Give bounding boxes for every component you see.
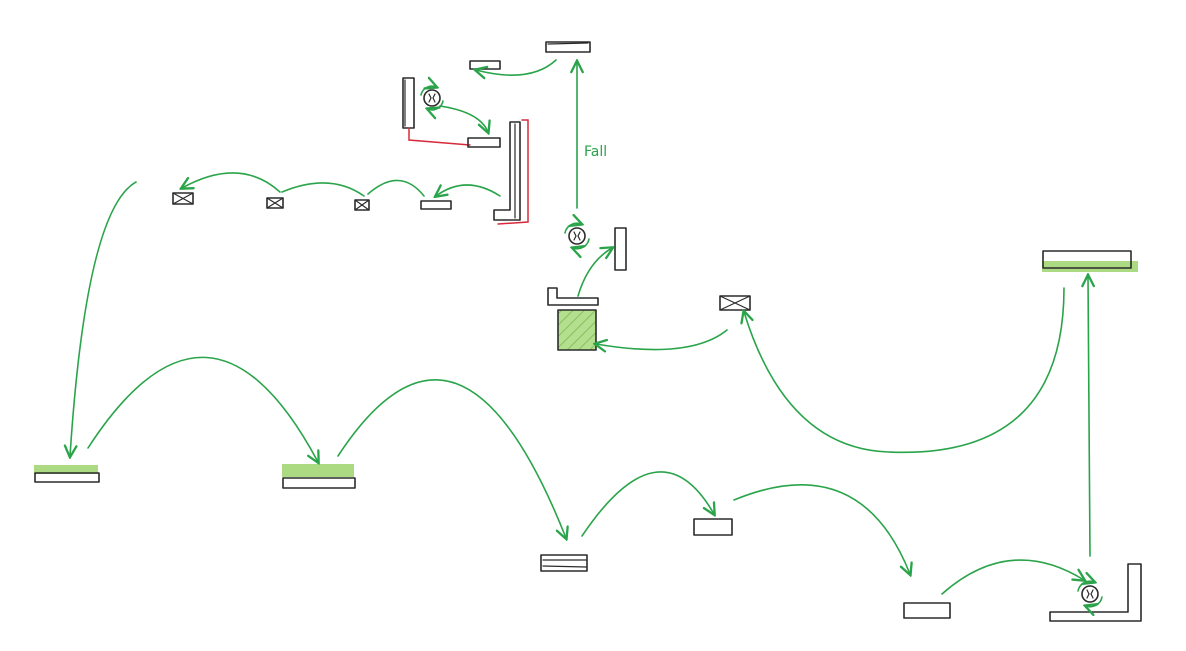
start-block: [547, 287, 599, 351]
wall-jump-icon: [564, 223, 590, 249]
top-platform: [545, 41, 591, 53]
small-platform-row: [420, 200, 452, 210]
goal-platform: [1042, 250, 1138, 272]
ledge-mid-upper: [467, 137, 501, 148]
fall-label: Fall: [584, 144, 607, 160]
crumbling-block-icon: [719, 295, 751, 311]
wall-left-upper: [402, 77, 471, 146]
wall-short-mid: [614, 227, 627, 271]
crumbling-block-icon: [354, 199, 370, 211]
platform-center-low: [693, 518, 733, 536]
crumbling-block-icon: [266, 197, 284, 209]
wall-jump-icon: [1077, 581, 1103, 607]
small-platform-upper: [469, 60, 501, 70]
platform-left-2: [282, 464, 356, 489]
platform-bottom-mid: [540, 554, 588, 572]
wall-jump-icon: [420, 86, 444, 110]
platform-right-low: [903, 602, 951, 619]
tall-pillar: [493, 119, 529, 225]
wall-corner-right: [1049, 563, 1142, 622]
crumbling-block-icon: [172, 192, 194, 205]
flow-arrows: [70, 59, 1090, 595]
platform-left-1: [34, 465, 100, 483]
